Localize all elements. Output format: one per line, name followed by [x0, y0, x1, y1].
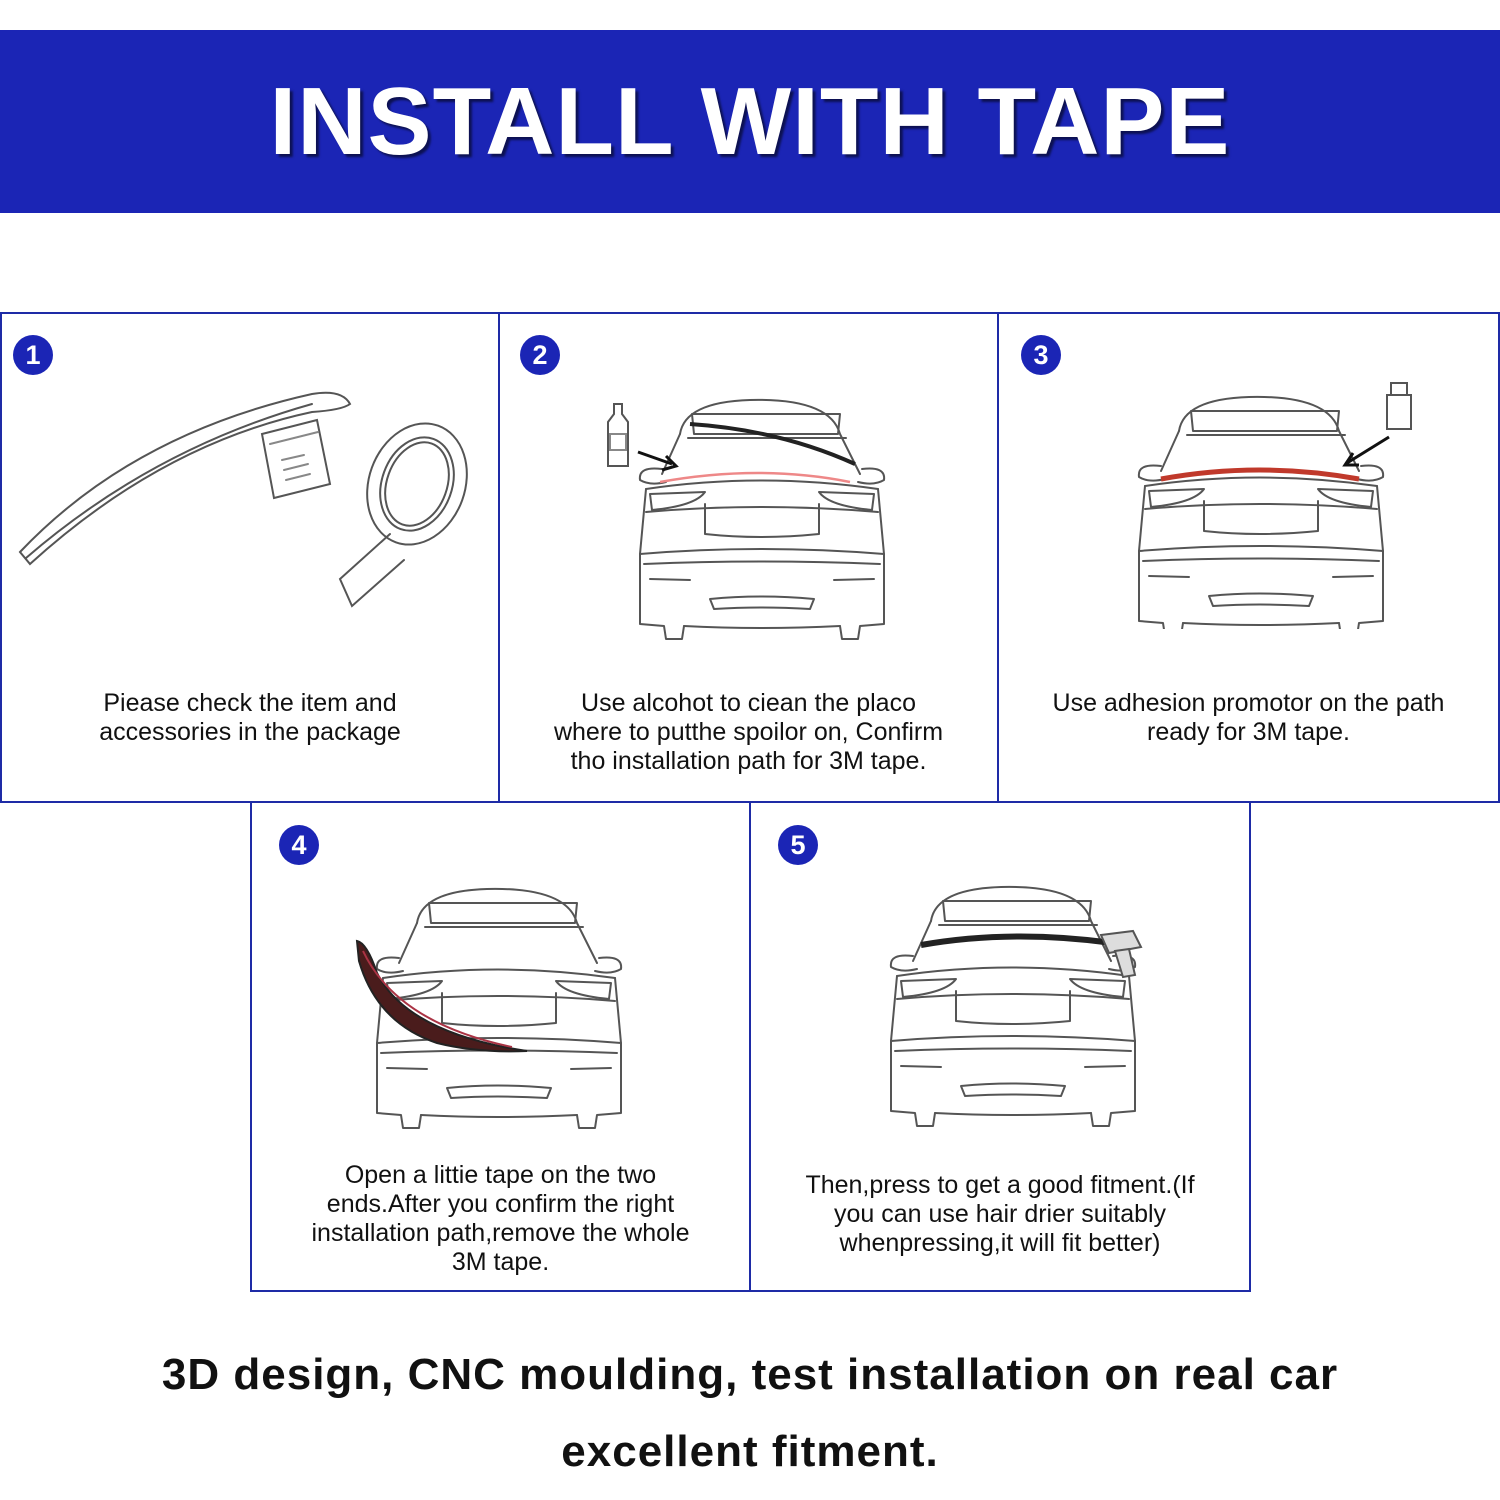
caption-line: Then,press to get a good fitment.(If — [805, 1171, 1195, 1199]
step-card-3: 3 Use adhesion promotor on the path read… — [997, 312, 1500, 803]
car-rear-clean-illustration — [607, 398, 886, 640]
step-caption: Then,press to get a good fitment.(If you… — [761, 1171, 1239, 1258]
caption-line: installation path,remove the whole — [311, 1219, 690, 1247]
caption-line: ready for 3M tape. — [1147, 718, 1350, 746]
step-caption: Piease check the item and accessories in… — [12, 689, 488, 747]
caption-line: you can use hair drier suitably — [833, 1200, 1167, 1228]
spoiler-and-tape-roll-illustration — [18, 391, 468, 608]
header-banner: INSTALL WITH TAPE — [0, 30, 1500, 213]
step-caption: Open a littie tape on the two ends.After… — [262, 1161, 739, 1277]
step-card-2: 2 Use alcohot to ciean the placo where t… — [498, 312, 999, 803]
caption-line: Open a littie tape on the two — [344, 1161, 657, 1189]
caption-line: Piease check the item and — [103, 689, 397, 717]
step-number-badge: 2 — [520, 335, 560, 375]
step-number-badge: 3 — [1021, 335, 1061, 375]
caption-line: Use adhesion promotor on the path — [1052, 689, 1445, 717]
step-number-badge: 1 — [13, 335, 53, 375]
step-card-1: 1 Piease check the item and accessories … — [0, 312, 500, 803]
step-caption: Use adhesion promotor on the path ready … — [1009, 689, 1488, 747]
car-rear-spoiler-placement-illustration — [355, 887, 623, 1129]
caption-line: where to putthe spoilor on, Confirm — [553, 718, 944, 746]
step-card-5: 5 Then,press to get a good fitment.(If y… — [749, 801, 1251, 1292]
step-number-badge: 4 — [279, 825, 319, 865]
caption-line: accessories in the package — [99, 718, 401, 746]
caption-line: Use alcohot to ciean the placo — [581, 689, 916, 717]
caption-line: 3M tape. — [451, 1248, 550, 1276]
footer-line-1: 3D design, CNC moulding, test installati… — [161, 1350, 1339, 1399]
car-rear-pressing-illustration — [889, 885, 1143, 1127]
step-card-4: 4 Open a littie tape on the two ends.Aft… — [250, 801, 751, 1292]
caption-line: tho installation path for 3M tape. — [570, 747, 927, 775]
step-number-badge: 5 — [778, 825, 818, 865]
caption-line: whenpressing,it will fit better) — [839, 1229, 1161, 1257]
step-caption: Use alcohot to ciean the placo where to … — [510, 689, 987, 776]
footer-line-2: excellent fitment. — [561, 1427, 939, 1476]
caption-line: ends.After you confirm the right — [326, 1190, 675, 1218]
car-rear-promoter-illustration — [1137, 382, 1412, 629]
page-title: INSTALL WITH TAPE — [269, 67, 1231, 175]
